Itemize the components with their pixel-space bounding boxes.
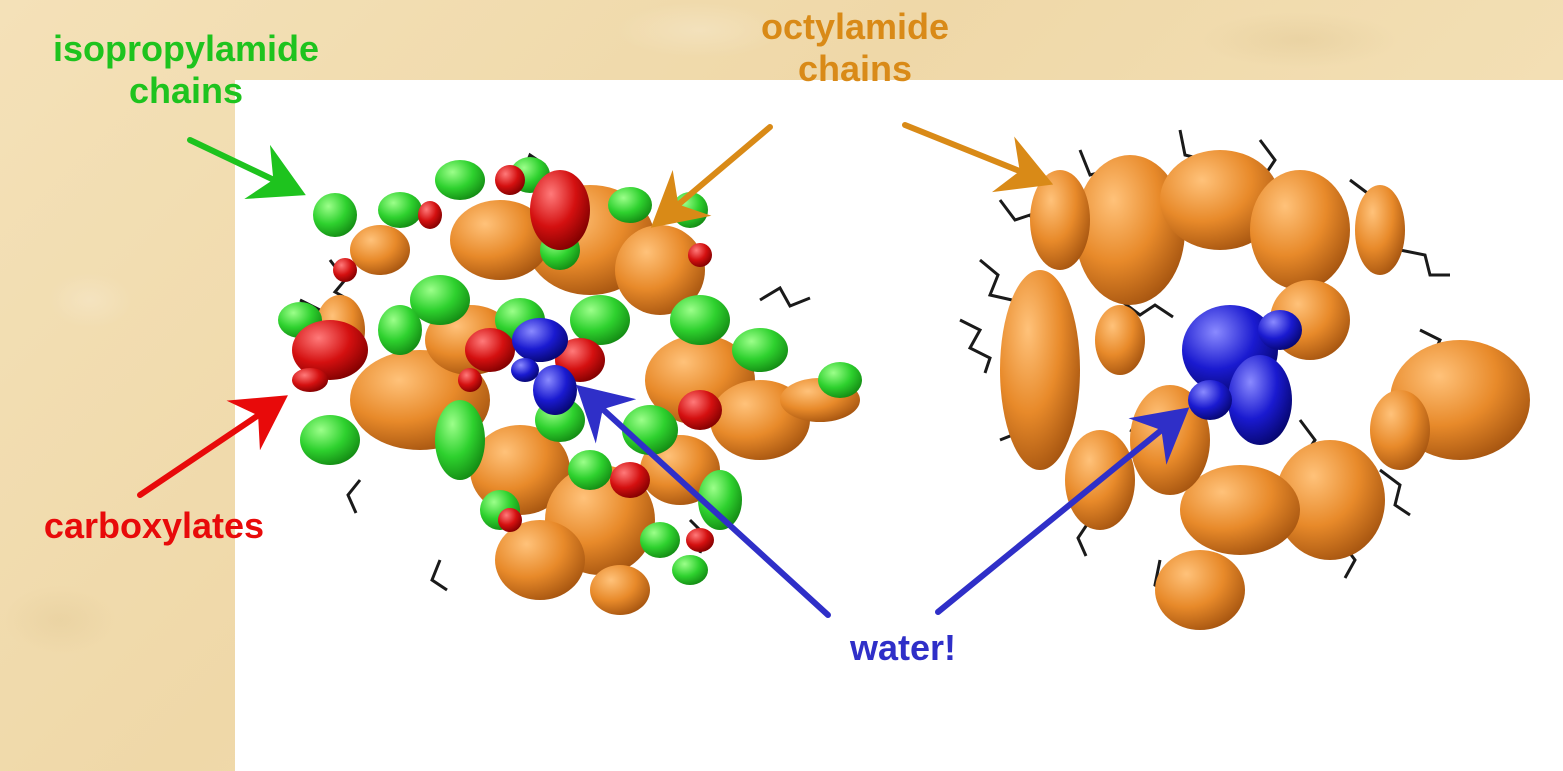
right-orange-clusters bbox=[1000, 150, 1530, 630]
carboxylates-arrow bbox=[137, 395, 288, 498]
water-arrow-left bbox=[576, 384, 831, 618]
octylamide-label-line1: octylamide bbox=[760, 6, 950, 47]
left-water-core bbox=[511, 318, 577, 415]
arrows bbox=[137, 122, 1190, 618]
isopropylamide-label-line1: isopropylamide bbox=[52, 28, 320, 69]
left-orange-clusters bbox=[315, 185, 860, 615]
octylamide-label: octylamide chains bbox=[720, 6, 990, 90]
left-micelle bbox=[278, 152, 862, 615]
octylamide-arrow-right bbox=[902, 122, 1054, 193]
isopropylamide-label-line2: chains bbox=[128, 70, 244, 111]
right-micelle bbox=[959, 129, 1530, 630]
water-label: water! bbox=[849, 627, 957, 668]
right-water-core bbox=[1182, 305, 1302, 445]
octylamide-label-line2: chains bbox=[797, 48, 913, 89]
isopropylamide-label: isopropylamide chains bbox=[8, 28, 364, 112]
isopropylamide-arrow bbox=[187, 137, 306, 200]
carboxylates-label: carboxylates bbox=[43, 505, 265, 546]
octylamide-arrow-left bbox=[650, 124, 773, 228]
left-red-clusters bbox=[292, 165, 722, 552]
water-arrow-right bbox=[935, 407, 1190, 615]
